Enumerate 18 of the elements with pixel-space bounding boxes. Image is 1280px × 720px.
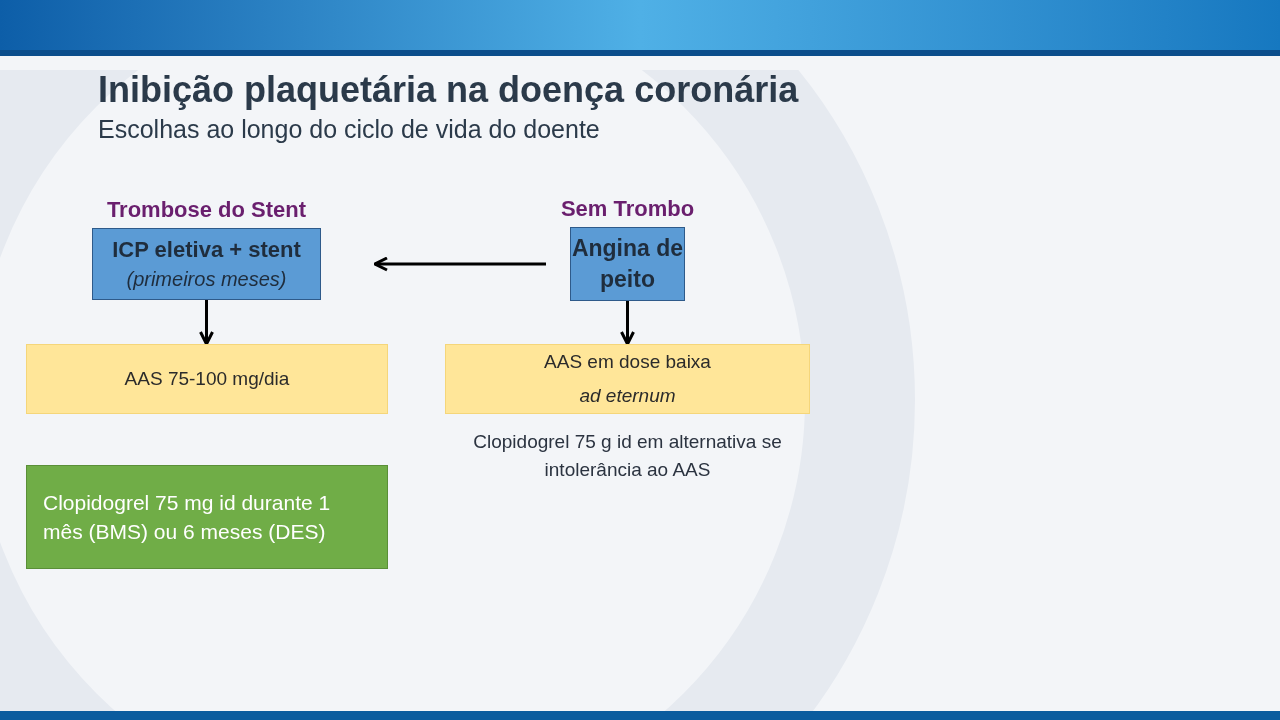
box-title: Angina de peito	[571, 234, 684, 294]
treatment-text: AAS em dose baixa	[544, 350, 711, 374]
treatment-box	[26, 344, 388, 414]
treatment-text: Clopidogrel 75 mg id durante 1 mês (BMS) ou 6 meses (DES)	[43, 490, 332, 545]
arrow	[373, 256, 546, 272]
treatment-box	[445, 344, 810, 414]
arrow	[620, 301, 635, 346]
slide-subtitle: Escolhas ao longo do ciclo de vida do doente	[98, 114, 600, 145]
box-title: ICP eletiva + stent	[112, 236, 301, 264]
note-text: Clopidogrel 75 g id em alternativa se intolerância ao AAS	[472, 430, 783, 482]
treatment-text: AAS 75-100 mg/dia	[124, 367, 290, 391]
slide-title: Inibição plaquetária na doença coronária	[98, 68, 799, 112]
box-subtitle: (primeiros meses)	[126, 267, 287, 292]
arrow	[199, 300, 214, 346]
treatment-duration: ad eternum	[579, 384, 676, 408]
column-heading: Sem Trombo	[560, 195, 695, 223]
column-heading: Trombose do Stent	[106, 196, 307, 224]
treatment-box	[26, 465, 388, 569]
